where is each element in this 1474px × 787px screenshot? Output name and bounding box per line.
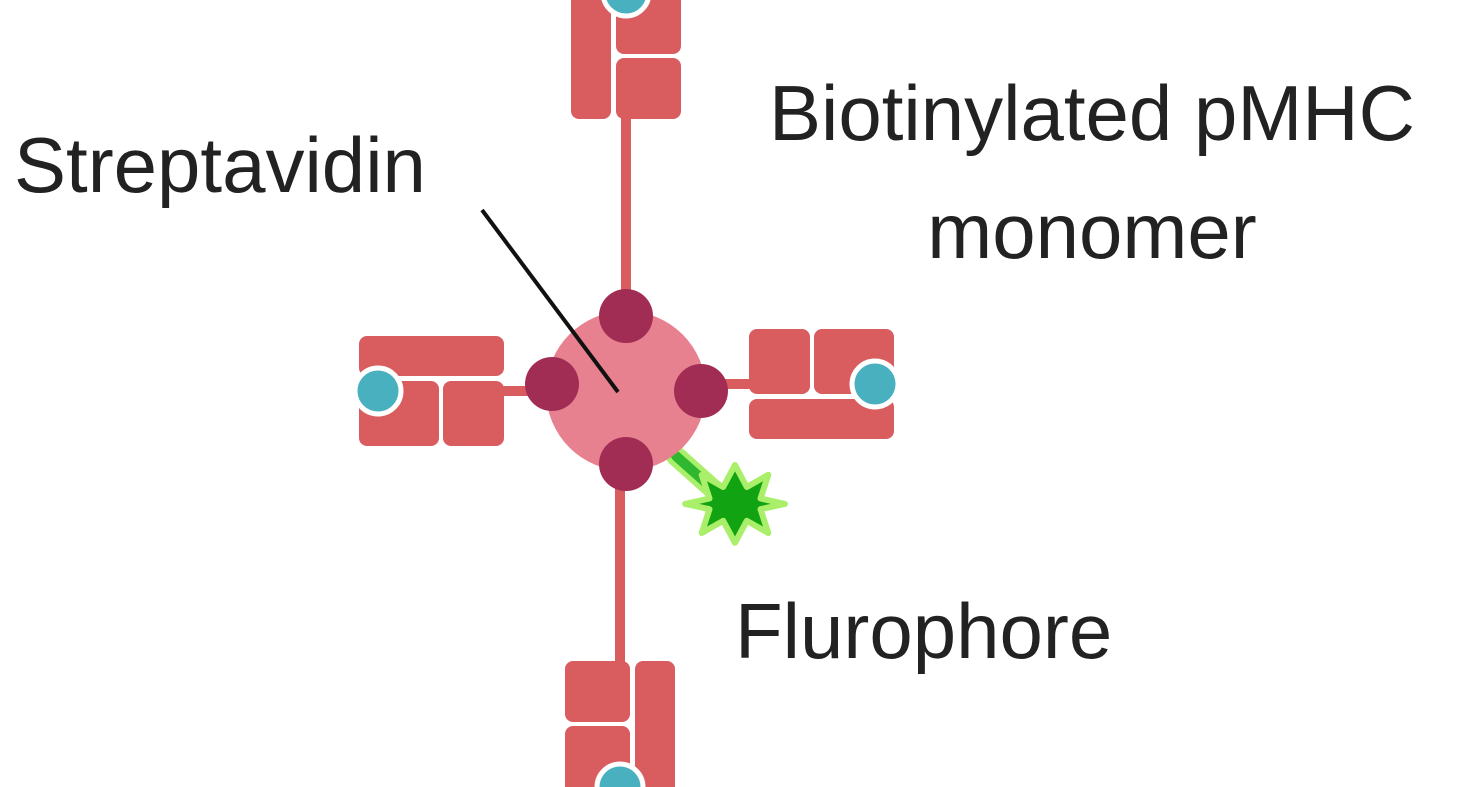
biotin-binding-site-icon — [674, 364, 728, 418]
biotin-binding-site-icon — [525, 357, 579, 411]
biotin-binding-site-icon — [599, 437, 653, 491]
pmhc-monomer-top — [571, 0, 681, 316]
monomer-label-line2: monomer — [927, 187, 1256, 275]
fluorophore-star-icon — [682, 462, 788, 546]
streptavidin-leader-line — [480, 208, 620, 394]
fluorophore-label: Flurophore — [735, 587, 1112, 675]
monomer-label-line1: Biotinylated pMHC — [769, 69, 1415, 157]
pmhc-monomer-icon — [565, 464, 675, 787]
pmhc-monomer-bottom — [565, 464, 675, 787]
streptavidin-label: Streptavidin — [14, 121, 426, 209]
pmhc-monomer-icon — [571, 0, 681, 316]
biotin-binding-site-icon — [599, 289, 653, 343]
